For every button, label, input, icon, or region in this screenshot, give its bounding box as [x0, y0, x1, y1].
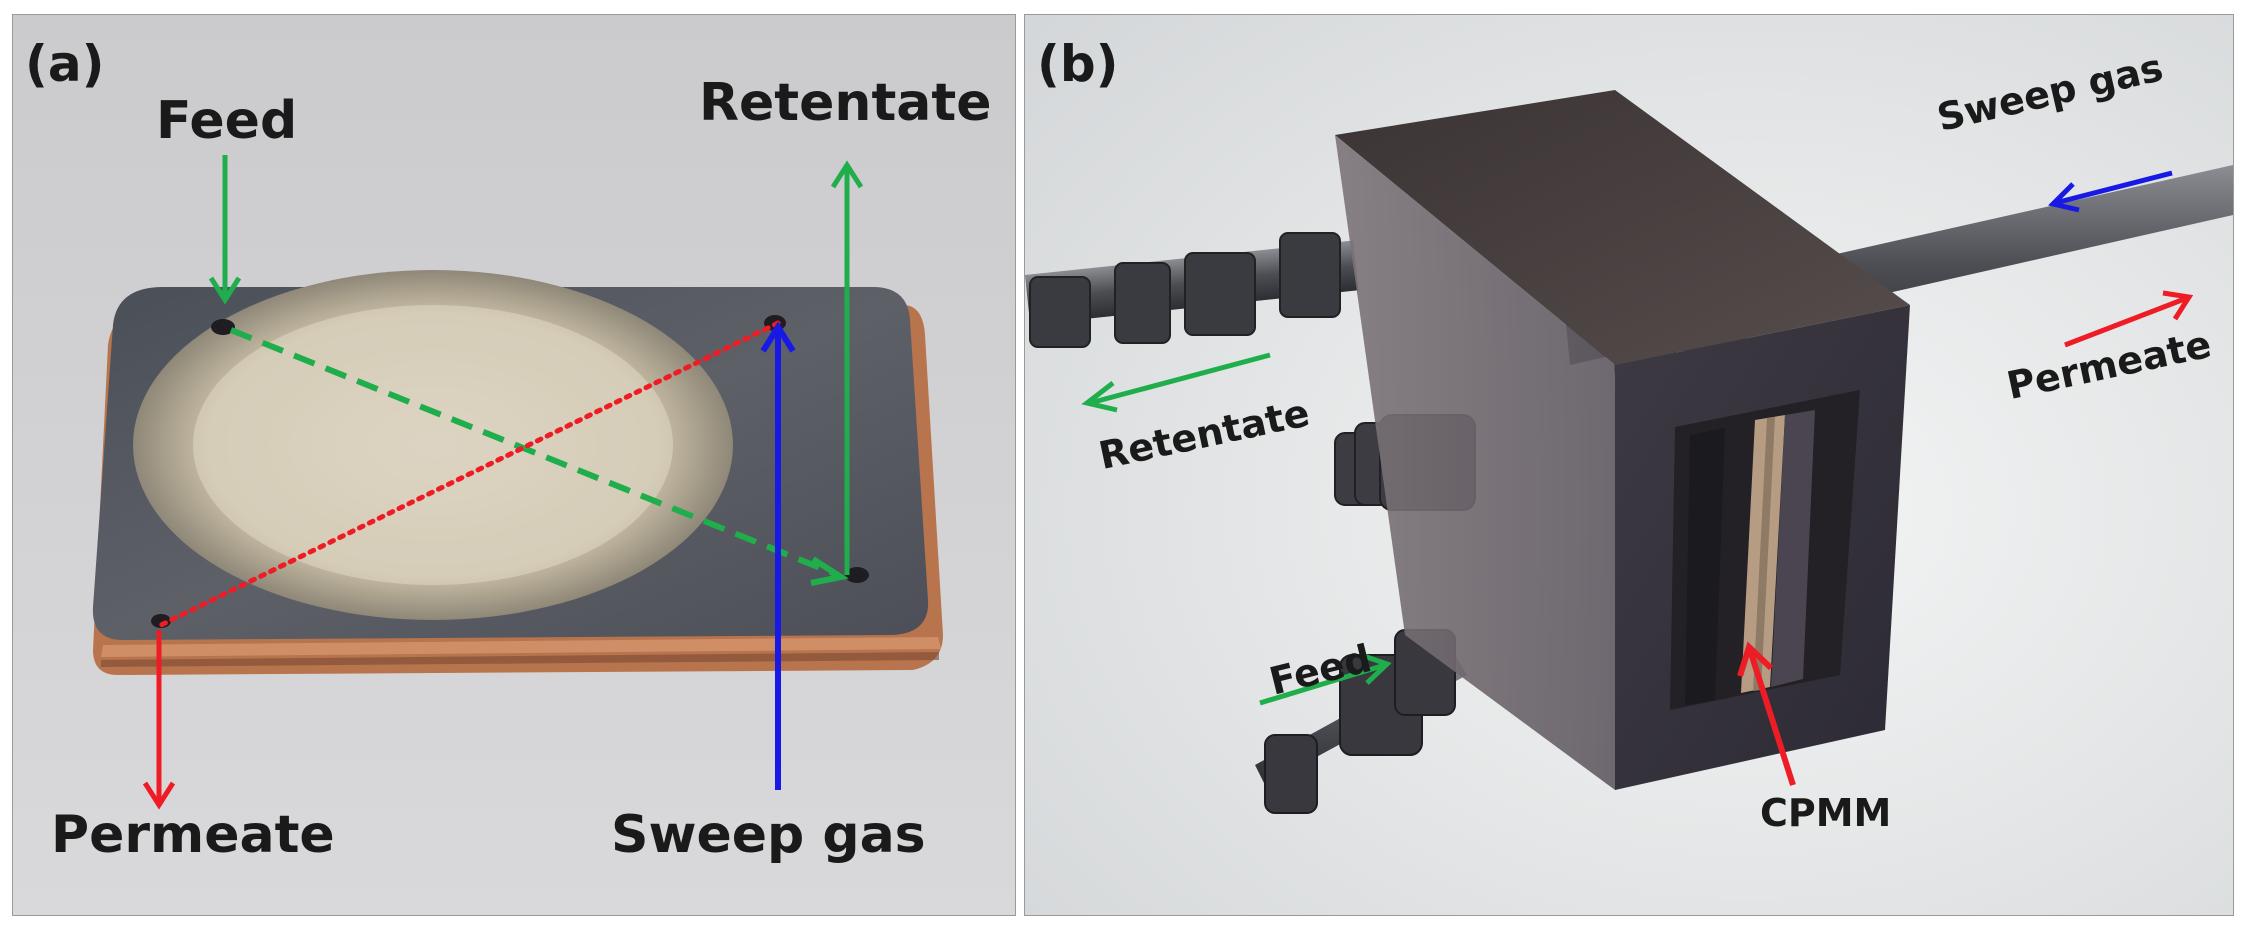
feed-arrow-b [1259, 652, 1392, 706]
retentate-arrow [830, 160, 864, 575]
panel-b-membrane-module-photo: (b) Sweep gas Permeate Retentate Feed CP… [1024, 14, 2234, 916]
panel-a-membrane-plate-photo: (a) Feed Retentate Permeate Sweep gas [12, 14, 1016, 916]
panel-b-flow-arrows [1081, 170, 2194, 786]
retentate-label: Retentate [699, 73, 992, 133]
panel-a-letter: (a) [25, 35, 105, 93]
feed-path-dashed [229, 327, 849, 586]
feed-label: Feed [156, 91, 298, 151]
sweep-gas-arrow-b [2048, 170, 2173, 213]
permeate-path-dotted [158, 320, 781, 628]
cpmm-label: CPMM [1760, 791, 1892, 835]
permeate-label: Permeate [51, 805, 335, 865]
retentate-arrow-b [1081, 352, 1271, 413]
panel-a-flow-arrows [142, 155, 864, 810]
sweep-gas-arrow [760, 321, 796, 790]
permeate-arrow [142, 630, 176, 810]
cpmm-arrow [1737, 641, 1796, 786]
panel-b-photo [1025, 15, 2233, 915]
panel-b-letter: (b) [1037, 35, 1119, 93]
feed-arrow [208, 155, 242, 305]
permeate-arrow-b [2064, 290, 2194, 348]
sweep-gas-label: Sweep gas [611, 805, 926, 865]
